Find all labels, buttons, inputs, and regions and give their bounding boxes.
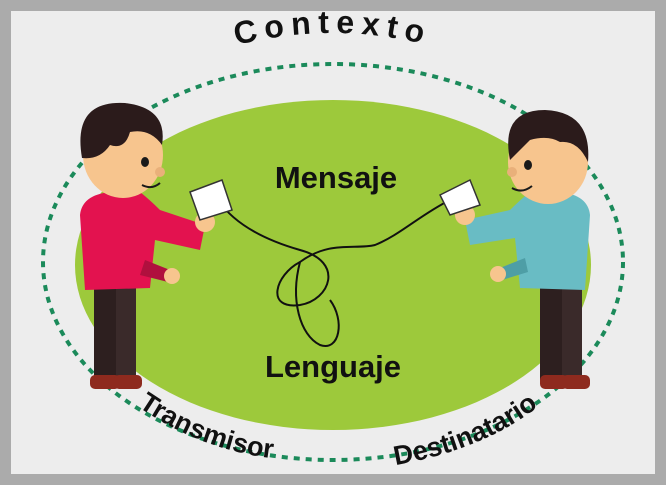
context-label: Contexto [230, 4, 435, 52]
sender-cup-phone-icon [189, 179, 233, 221]
string-icon [217, 199, 451, 307]
message-ellipse [75, 100, 591, 430]
message-label: Mensaje [275, 160, 397, 195]
sender-person-icon [80, 102, 215, 389]
language-label: Lenguaje [265, 349, 401, 384]
receiver-cup-phone-icon [438, 178, 481, 216]
string-loop [295, 261, 340, 347]
context-dotted-ring [41, 62, 625, 462]
receiver-person-icon [455, 110, 590, 389]
